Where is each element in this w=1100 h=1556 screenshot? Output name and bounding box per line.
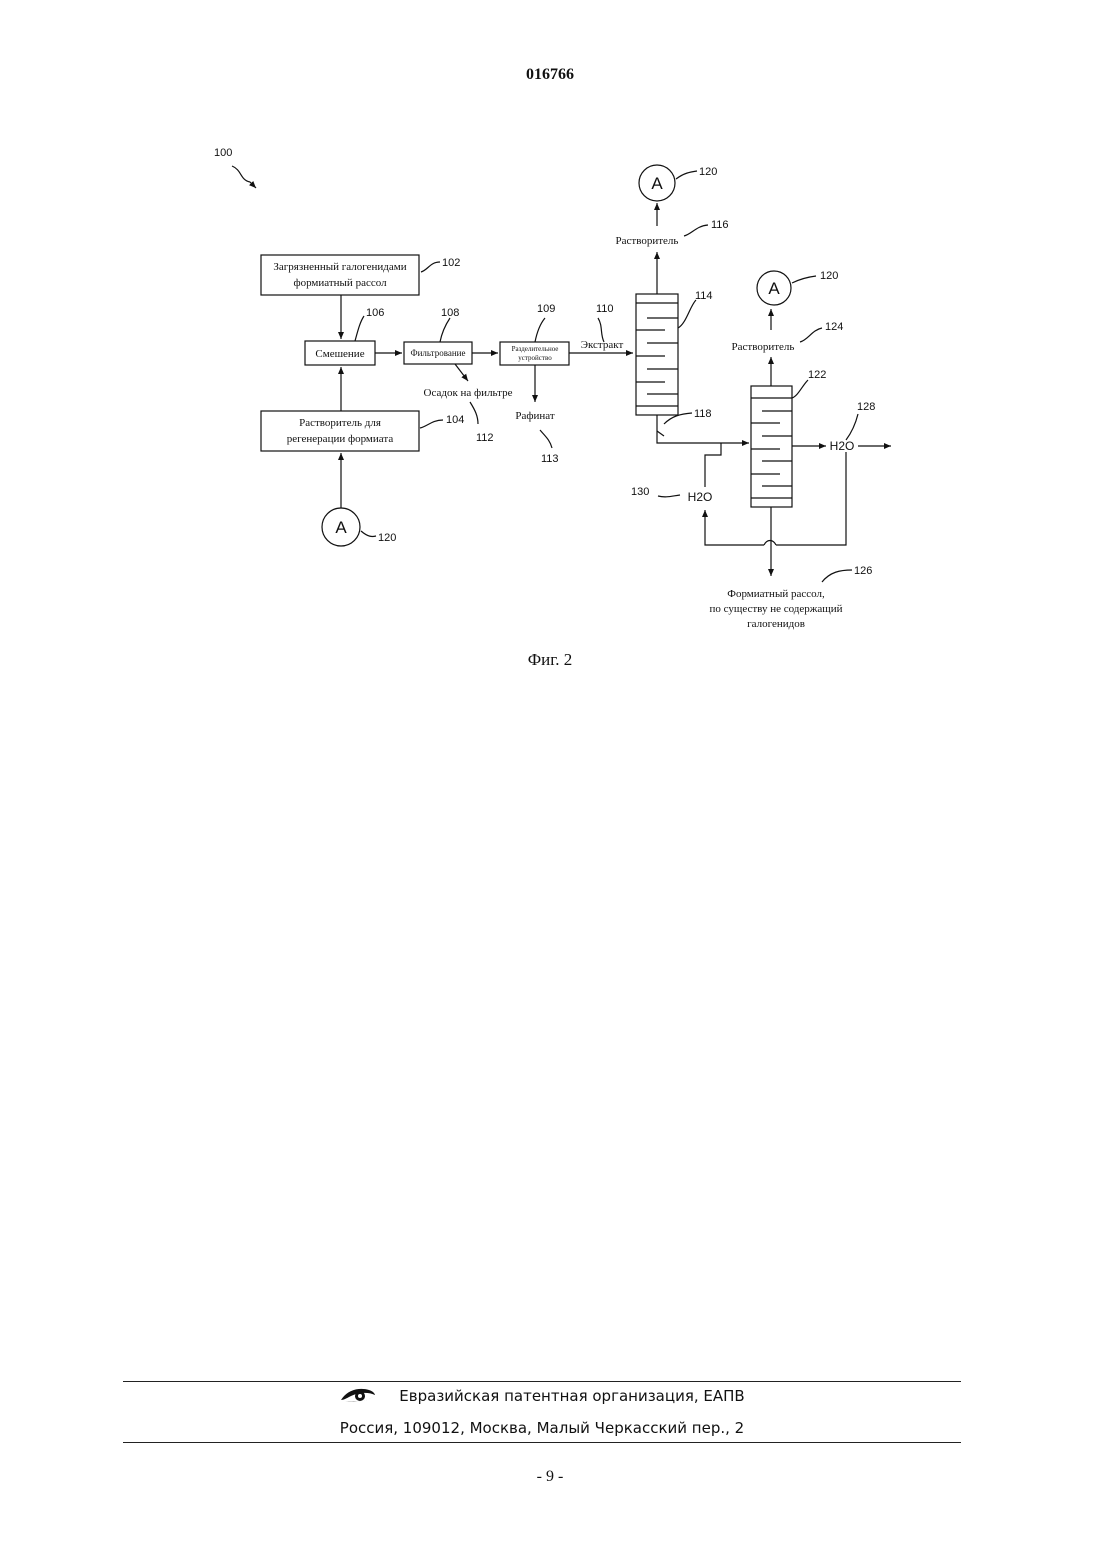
figure-caption: Фиг. 2: [0, 650, 1100, 670]
distillation-column-122: [751, 386, 792, 507]
ref-120-left: 120: [378, 532, 396, 544]
solvent-top-1-label: Растворитель: [616, 235, 679, 247]
ref-126-leader: [822, 570, 852, 582]
box-separator-line1: Разделительное: [512, 345, 559, 353]
box-filtration-label: Фильтрование: [411, 348, 466, 358]
box-brine-line2: формиатный рассол: [293, 277, 387, 289]
ref-100: 100: [214, 147, 232, 159]
distillation-column-114: [636, 294, 678, 415]
footer-address: Россия, 109012, Москва, Малый Черкасский…: [123, 1419, 961, 1437]
ref-100-leader: [232, 166, 256, 188]
ref-124-leader: [800, 328, 822, 342]
product-line2: по существу не содержащий: [709, 603, 842, 615]
box-solvent-line1: Растворитель для: [299, 417, 381, 429]
ref-128-leader: [846, 414, 858, 440]
filter-cake-label: Осадок на фильтре: [424, 387, 513, 399]
ref-116: 116: [711, 219, 729, 231]
ref-116-leader: [684, 225, 708, 236]
ref-120-right: 120: [820, 270, 838, 282]
ref-130: 130: [631, 486, 649, 498]
ref-130-leader: [658, 495, 680, 497]
ref-114-leader: [678, 300, 696, 328]
footer-organization: Евразийская патентная организация, ЕАПВ: [123, 1387, 961, 1406]
footer-top-rule: [123, 1381, 961, 1382]
eapo-eye-logo-icon: [339, 1386, 377, 1404]
process-flow-diagram: 100 102 106 104 120 108 109 110 112 113 …: [0, 0, 1100, 700]
ref-122-leader: [792, 380, 808, 398]
connector-a-right-letter: A: [768, 279, 780, 298]
ref-118: 118: [694, 408, 712, 420]
ref-128: 128: [857, 401, 875, 413]
footer-org-text: Евразийская патентная организация, ЕАПВ: [399, 1387, 744, 1405]
page-number: - 9 -: [0, 1468, 1100, 1486]
footer-bottom-rule: [123, 1442, 961, 1443]
ref-122: 122: [808, 369, 826, 381]
ref-104: 104: [446, 414, 464, 426]
product-line1: Формиатный рассол,: [727, 588, 825, 600]
ref-120-leader-left: [361, 531, 376, 536]
ref-102: 102: [442, 257, 460, 269]
ref-124: 124: [825, 321, 843, 333]
connector-a-left-letter: A: [335, 518, 347, 537]
extract-label: Экстракт: [581, 339, 624, 351]
ref-120-leader-right: [792, 276, 816, 283]
ref-112-leader: [470, 402, 478, 424]
ref-106: 106: [366, 307, 384, 319]
box-separator-line2: устройство: [518, 354, 552, 362]
ref-120-leader-top: [676, 171, 697, 179]
ref-112: 112: [476, 432, 494, 444]
box-brine-line1: Загрязненный галогенидами: [273, 261, 406, 273]
ref-102-leader: [421, 262, 440, 272]
ref-120-top: 120: [699, 166, 717, 178]
box-mixing-label: Смешение: [315, 348, 364, 360]
ref-106-leader: [355, 316, 364, 341]
ref-110: 110: [596, 303, 614, 315]
ref-126: 126: [854, 565, 872, 577]
solvent-top-2-label: Растворитель: [732, 341, 795, 353]
ref-109: 109: [537, 303, 555, 315]
water-in-label: H2O: [688, 490, 713, 504]
ref-108: 108: [441, 307, 459, 319]
connector-a-top-letter: A: [651, 174, 663, 193]
water-out-label: H2O: [830, 439, 855, 453]
ref-113-leader: [540, 430, 552, 448]
product-line3: галогенидов: [747, 618, 805, 630]
ref-113: 113: [541, 453, 559, 465]
raffinate-label: Рафинат: [515, 410, 554, 422]
box-solvent-line2: регенерации формиата: [287, 433, 394, 445]
ref-108-leader: [440, 318, 450, 342]
ref-109-leader: [535, 318, 545, 342]
ref-114: 114: [695, 290, 713, 302]
ref-104-leader: [420, 420, 443, 428]
